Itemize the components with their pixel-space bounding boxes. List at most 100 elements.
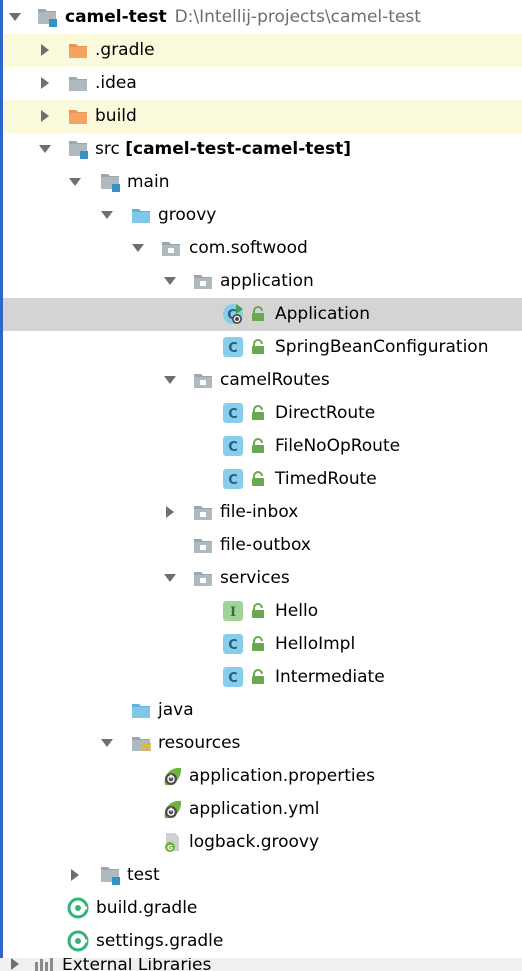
- tree-label: camelRoutes: [220, 370, 330, 390]
- tree-label: src [camel-test-camel-test]: [95, 138, 351, 160]
- tree-label: application.yml: [189, 799, 320, 819]
- gradle-icon: [67, 930, 89, 952]
- tree-label: Intermediate: [275, 667, 385, 687]
- tree-row-intermediate[interactable]: Intermediate: [3, 661, 522, 694]
- spring-config-icon: [161, 765, 183, 787]
- tree-label: groovy: [158, 205, 217, 225]
- chevron-down-icon[interactable]: [162, 570, 178, 586]
- src-label: src: [95, 139, 120, 159]
- source-folder-icon: [130, 699, 152, 721]
- tree-row-application-package[interactable]: application: [3, 265, 522, 298]
- tree-row-spring-bean-configuration[interactable]: SpringBeanConfiguration: [3, 331, 522, 364]
- tree-row-dot-gradle[interactable]: .gradle: [3, 34, 522, 67]
- tree-row-test[interactable]: test: [3, 859, 522, 892]
- class-icon: [222, 666, 244, 688]
- tree-label: application: [220, 271, 314, 291]
- tree-label: .idea: [95, 73, 137, 93]
- tree-row-file-outbox[interactable]: file-outbox: [3, 529, 522, 562]
- chevron-down-icon[interactable]: [99, 207, 115, 223]
- lock-icon: [251, 471, 265, 487]
- spring-boot-class-icon: [222, 303, 244, 325]
- groovy-file-icon: [161, 831, 183, 853]
- lock-icon: [251, 405, 265, 421]
- excluded-folder-icon: [67, 105, 89, 127]
- chevron-down-icon[interactable]: [99, 735, 115, 751]
- package-icon: [160, 237, 182, 259]
- tree-label: test: [127, 865, 160, 885]
- tree-row-java[interactable]: java: [3, 694, 522, 727]
- tree-row-direct-route[interactable]: DirectRoute: [3, 397, 522, 430]
- tree-row-logback-groovy[interactable]: logback.groovy: [3, 826, 522, 859]
- tree-row-resources[interactable]: resources: [3, 727, 522, 760]
- tree-label: External Libraries: [62, 958, 212, 971]
- gradle-icon: [67, 897, 89, 919]
- chevron-right-icon[interactable]: [162, 504, 178, 520]
- tree-row-com-softwood[interactable]: com.softwood: [3, 232, 522, 265]
- chevron-down-icon[interactable]: [67, 174, 83, 190]
- tree-label: services: [220, 568, 290, 588]
- chevron-down-icon[interactable]: [162, 273, 178, 289]
- tree-label: HelloImpl: [275, 634, 356, 654]
- resources-folder-icon: [130, 732, 152, 754]
- module-folder-icon: [67, 138, 89, 160]
- module-folder-icon: [99, 864, 121, 886]
- package-icon: [192, 270, 214, 292]
- tree-row-services[interactable]: services: [3, 562, 522, 595]
- tree-row-settings-gradle[interactable]: settings.gradle: [3, 925, 522, 958]
- package-icon: [192, 501, 214, 523]
- tree-label: build: [95, 106, 137, 126]
- chevron-down-icon[interactable]: [162, 372, 178, 388]
- tree-row-groovy[interactable]: groovy: [3, 199, 522, 232]
- tree-label: application.properties: [189, 766, 375, 786]
- tree-label: DirectRoute: [275, 403, 376, 423]
- tree-row-camel-routes[interactable]: camelRoutes: [3, 364, 522, 397]
- external-libraries-icon: [33, 958, 55, 971]
- chevron-down-icon[interactable]: [7, 9, 23, 25]
- tree-row-hello-impl[interactable]: HelloImpl: [3, 628, 522, 661]
- tree-row-application-properties[interactable]: application.properties: [3, 760, 522, 793]
- chevron-right-icon[interactable]: [67, 867, 83, 883]
- tree-row-file-noop-route[interactable]: FileNoOpRoute: [3, 430, 522, 463]
- spring-config-icon: [161, 798, 183, 820]
- tree-label: .gradle: [95, 40, 155, 60]
- chevron-down-icon[interactable]: [37, 141, 53, 157]
- class-icon: [222, 336, 244, 358]
- lock-icon: [251, 306, 265, 322]
- package-icon: [192, 567, 214, 589]
- tree-row-application-yml[interactable]: application.yml: [3, 793, 522, 826]
- focus-bar: [0, 0, 3, 971]
- tree-label: file-outbox: [220, 535, 311, 555]
- lock-icon: [251, 339, 265, 355]
- package-icon: [192, 534, 214, 556]
- tree-row-application-class[interactable]: Application: [3, 298, 522, 331]
- module-name: [camel-test-camel-test]: [125, 139, 351, 159]
- tree-row-file-inbox[interactable]: file-inbox: [3, 496, 522, 529]
- tree-label: settings.gradle: [96, 931, 224, 951]
- folder-icon: [67, 72, 89, 94]
- tree-row-timed-route[interactable]: TimedRoute: [3, 463, 522, 496]
- tree-row-build-gradle[interactable]: build.gradle: [3, 892, 522, 925]
- lock-icon: [251, 438, 265, 454]
- tree-row-src[interactable]: src [camel-test-camel-test]: [3, 133, 522, 166]
- chevron-right-icon[interactable]: [37, 108, 53, 124]
- tree-row-external-libraries[interactable]: External Libraries: [0, 958, 522, 971]
- lock-icon: [251, 669, 265, 685]
- tree-row-build[interactable]: build: [3, 100, 522, 133]
- source-folder-icon: [130, 204, 152, 226]
- class-icon: [222, 468, 244, 490]
- tree-label: build.gradle: [96, 898, 198, 918]
- tree-label: Hello: [275, 601, 319, 621]
- tree-label: resources: [158, 733, 241, 753]
- chevron-right-icon[interactable]: [7, 958, 23, 971]
- tree-label: SpringBeanConfiguration: [275, 337, 489, 357]
- tree-label: Application: [275, 304, 370, 324]
- chevron-right-icon[interactable]: [37, 42, 53, 58]
- tree-row-dot-idea[interactable]: .idea: [3, 67, 522, 100]
- tree-label: FileNoOpRoute: [275, 436, 401, 456]
- class-icon: [222, 633, 244, 655]
- chevron-down-icon[interactable]: [130, 240, 146, 256]
- chevron-right-icon[interactable]: [37, 75, 53, 91]
- tree-row-main[interactable]: main: [3, 166, 522, 199]
- tree-row-hello[interactable]: Hello: [3, 595, 522, 628]
